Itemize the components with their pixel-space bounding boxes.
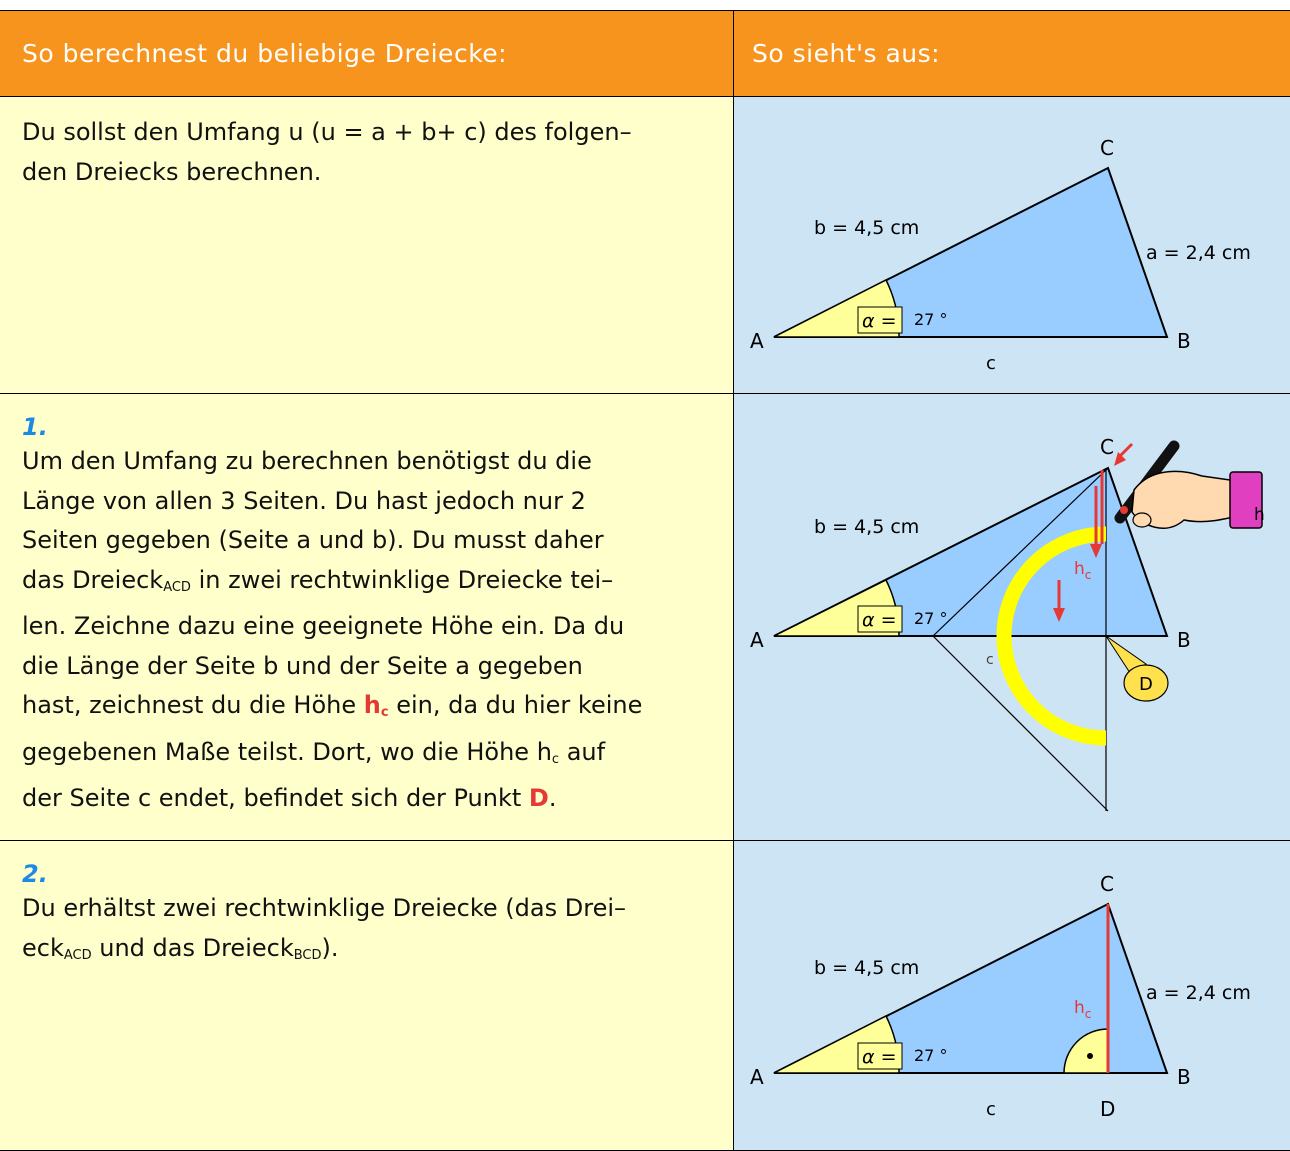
- row-intro-text: Du sollst den Umfang u (u = a + b+ c) de…: [0, 97, 734, 394]
- height-hc-highlight: hc: [363, 691, 389, 720]
- d-callout: [1123, 664, 1169, 702]
- step1-line-8-sub: c: [551, 751, 560, 767]
- step2-sub-bcd: BCD: [293, 947, 322, 963]
- vertex-d-3: D: [1100, 1097, 1115, 1121]
- step2-line-1: Du erhältst zwei rechtwinklige Dreiecke …: [22, 894, 626, 922]
- vertex-c: C: [1100, 136, 1114, 160]
- header-left: So berechnest du beliebige Dreiecke:: [0, 10, 734, 97]
- side-c-label: c: [986, 353, 996, 374]
- step1-line-7: hast, zeichnest du die Höhe hc ein, da d…: [22, 686, 719, 733]
- step2-sub-acd: ACD: [63, 947, 92, 963]
- worksheet-table: So berechnest du beliebige Dreiecke: So …: [0, 10, 1290, 1151]
- callout-d-label: D: [1139, 674, 1153, 695]
- intro-line-2: den Dreiecks berechnen.: [22, 157, 322, 186]
- vertex-a-3: A: [750, 1065, 764, 1089]
- step1-line-8a: gegebenen Maße teilst. Dort, wo die Höhe…: [22, 737, 552, 766]
- angle-value-2: 27 °: [914, 609, 947, 628]
- step1-line-3: Seiten gegeben (Seite a und b). Du musst…: [22, 526, 604, 554]
- step1-line-4: das DreieckACD in zwei rechtwinklige Dre…: [22, 561, 719, 608]
- step2-diagram: α = 27 ° A B C D c b = 4,5 cm a = 2,4 cm…: [750, 872, 1251, 1121]
- step1-line-9b: .: [548, 784, 557, 812]
- step2-line-2: eckACD und das DreieckBCD).: [22, 929, 719, 976]
- alpha-label-2: α =: [862, 609, 896, 631]
- step-number-2: 2.: [22, 860, 48, 888]
- header-left-title: So berechnest du beliebige Dreiecke:: [22, 39, 508, 68]
- figure-step2: α = 27 ° A B C D c b = 4,5 cm a = 2,4 cm…: [734, 841, 1290, 1151]
- step1-line-9a: der Seite c endet, befindet sich der Pun…: [22, 784, 529, 812]
- side-c-label-2: c: [986, 652, 994, 668]
- triangle-diagram: α = 27 ° A B C c b = 4,5 cm a = 2,4 cm: [750, 136, 1251, 374]
- hc-letter: h: [363, 691, 381, 719]
- header-right-title: So sieht's aus:: [752, 39, 941, 68]
- vertex-a-2: A: [750, 628, 764, 652]
- step1-line-7b: ein, da du hier keine: [388, 691, 643, 719]
- header-right: So sieht's aus:: [734, 10, 1290, 97]
- alpha-box: [857, 306, 903, 334]
- vertex-b-2: B: [1177, 628, 1191, 652]
- step1-line-8: gegebenen Maße teilst. Dort, wo die Höhe…: [22, 733, 719, 780]
- step1-line-5: len. Zeichne dazu eine geeignete Höhe ei…: [22, 612, 625, 640]
- point-d-highlight: D: [528, 784, 549, 812]
- vertex-c-3: C: [1100, 872, 1114, 896]
- step1-line-8b: auf: [559, 737, 606, 766]
- angle-value-3: 27 °: [914, 1046, 947, 1065]
- hc-label: hc: [1074, 559, 1091, 582]
- step1-line-4a: das Dreieck: [22, 565, 164, 594]
- step2-line-2a: eck: [22, 933, 64, 962]
- step1-line-7a: hast, zeichnest du die Höhe: [22, 691, 364, 719]
- angle-value: 27 °: [914, 310, 947, 329]
- vertex-c-2: C: [1100, 435, 1114, 459]
- hand-with-pen-icon: [1114, 440, 1263, 529]
- vertex-b: B: [1177, 329, 1191, 353]
- side-b-label-2: b = 4,5 cm: [814, 516, 919, 538]
- step1-line-6: die Länge der Seite b und der Seite a ge…: [22, 651, 583, 680]
- partial-side-label: h: [1254, 505, 1265, 525]
- intro-line-1: Du sollst den Umfang u (u = a + b+ c) de…: [22, 118, 632, 146]
- step1-diagram: D α = 27 ° A B C c b = 4,5 cm hc h: [750, 435, 1265, 812]
- hc-sub: c: [380, 705, 389, 720]
- row-step2-text: 2. Du erhältst zwei rechtwinklige Dreiec…: [0, 841, 734, 1151]
- step1-line-1: Um den Umfang zu berechnen benötigst du …: [22, 447, 592, 475]
- step1-line-4b: in zwei rechtwinklige Dreiecke tei–: [190, 565, 614, 594]
- step1-line-4-sub: ACD: [163, 579, 191, 595]
- side-b-label-3: b = 4,5 cm: [814, 957, 919, 979]
- vertex-a: A: [750, 329, 764, 353]
- alpha-label-3: α =: [862, 1046, 896, 1068]
- step2-line-2b: und das Dreieck: [91, 933, 294, 962]
- side-a-label-3: a = 2,4 cm: [1146, 982, 1251, 1004]
- step2-line-2c: ).: [321, 933, 339, 962]
- side-a-label: a = 2,4 cm: [1146, 242, 1251, 264]
- step-number-1: 1.: [22, 413, 48, 441]
- step1-line-2: Länge von allen 3 Seiten. Du hast jedoch…: [22, 486, 586, 515]
- alpha-label: α =: [862, 310, 896, 332]
- side-c-label-3: c: [986, 1099, 996, 1120]
- vertex-b-3: B: [1177, 1065, 1191, 1089]
- figure-step1: D α = 27 ° A B C c b = 4,5 cm hc h: [734, 394, 1290, 841]
- side-b-label: b = 4,5 cm: [814, 217, 919, 239]
- hc-label-3: hc: [1074, 998, 1091, 1021]
- step1-line-9: der Seite c endet, befindet sich der Pun…: [22, 779, 719, 819]
- figure-triangle: α = 27 ° A B C c b = 4,5 cm a = 2,4 cm: [734, 97, 1290, 394]
- row-step1-text: 1. Um den Umfang zu berechnen benötigst …: [0, 394, 734, 841]
